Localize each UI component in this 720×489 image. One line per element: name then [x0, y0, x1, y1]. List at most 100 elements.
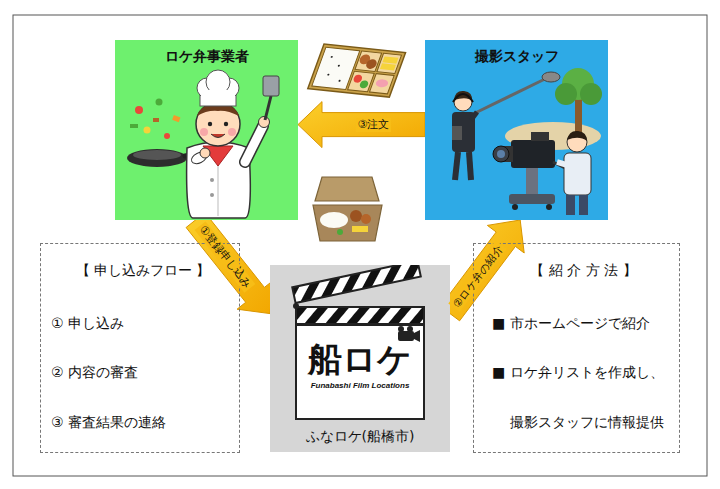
drawing-part [224, 122, 228, 126]
drawing-part [330, 56, 333, 58]
drawing-part [153, 118, 159, 122]
drawing-part [293, 303, 299, 309]
drawing-part [337, 65, 340, 67]
drawing-part [265, 96, 271, 120]
logo-subtitle: Funabashi Film Locations [311, 381, 410, 391]
drawing-part [135, 106, 143, 114]
drawing-part [296, 307, 424, 324]
crew-box: 撮影スタッフ [425, 40, 608, 220]
drawing-part [197, 103, 239, 116]
drawing-part [526, 168, 538, 196]
drawing-part [228, 128, 236, 136]
arrow-label: ③注文 [356, 118, 392, 132]
drawing-part [211, 134, 225, 138]
drawing-part [509, 194, 555, 204]
drawing-part [365, 59, 378, 70]
drawing-part [144, 127, 151, 134]
drawing-part [469, 152, 471, 180]
drawing-part [210, 193, 214, 197]
drawing-part [164, 133, 170, 139]
drawing-part [308, 44, 406, 97]
node-text: ■ 市ホームページで紹介 [492, 313, 675, 333]
drawing-part [382, 56, 398, 63]
drawing-part [546, 204, 552, 210]
drawing-part [206, 70, 230, 94]
drawing-part [454, 93, 472, 111]
drawing-part [469, 78, 547, 116]
drawing-part [133, 150, 181, 160]
drawing-part [531, 132, 549, 141]
panel-heading: 【 紹 介 方 法 】 [492, 260, 675, 280]
drawing-part [370, 74, 395, 94]
drawing-part [218, 165, 219, 216]
drawing-part [156, 99, 163, 106]
panel-heading: 【 申し込みフロー 】 [51, 260, 235, 280]
drawing-part [208, 122, 212, 126]
node-text: ③ 審査結果の連絡 [51, 412, 235, 432]
business-box: ロケ弁事業者 [115, 40, 298, 220]
flow-panel: 【 申し込みフロー 】 ① 申し込み ② 内容の審査 ③ 審査結果の連絡 [40, 243, 240, 453]
drawing-part [200, 148, 210, 158]
drawing-part [245, 126, 263, 162]
city-box: 船ロケ Funabashi Film Locations ふなロケ(船橋市) [270, 265, 450, 452]
drawing-part [407, 326, 413, 332]
drawing-part [245, 126, 263, 162]
drawing-part [377, 53, 402, 73]
node-text: ふなロケ(船橋市) [306, 426, 415, 446]
drawing-part [359, 80, 370, 89]
drawing-part [315, 177, 379, 201]
drawing-part [203, 146, 233, 166]
drawing-part [327, 74, 330, 76]
drawing-part [452, 112, 475, 152]
drawing-part [575, 92, 582, 132]
drawing-part [259, 117, 270, 128]
drawing-part [296, 325, 424, 419]
drawing-part [337, 229, 343, 235]
drawing-part [455, 152, 458, 180]
drawing-part [320, 212, 348, 228]
arrow-label: ①登録申し込み [195, 222, 256, 293]
drawing-part [352, 226, 368, 232]
node-text: 撮影スタッフ [429, 46, 604, 66]
drawing-part [185, 152, 205, 156]
node-text: ■ ロケ弁リストを作成し、 撮影スタッフに情報提供 [492, 347, 675, 447]
drawing-part [497, 150, 505, 158]
block-arrow [298, 102, 425, 148]
drawing-part [375, 79, 390, 88]
drawing-part [292, 265, 421, 303]
logo-text: 船ロケ [308, 339, 412, 379]
drawing-part [210, 178, 214, 182]
drawing-part [580, 83, 602, 105]
drawing-part [512, 204, 518, 210]
drawing-part [555, 83, 577, 105]
drawing-part [567, 131, 587, 141]
node-text: ロケ弁事業者 [119, 46, 294, 66]
drawing-part [493, 146, 509, 162]
drawing-part [338, 80, 341, 82]
drawing-part [380, 63, 396, 70]
drawing-part [130, 124, 138, 128]
drawing-part [201, 90, 235, 100]
node-text: ② 内容の審査 [51, 362, 235, 382]
drawing-part [200, 128, 208, 136]
bento-bottom [313, 177, 382, 241]
drawing-part [501, 146, 513, 162]
drawing-part [471, 112, 477, 120]
block-arrow [440, 220, 524, 321]
drawing-part [197, 78, 217, 98]
film-crew-illustration [425, 40, 608, 220]
arrow-label: ②ロケ弁の紹介 [449, 240, 508, 312]
node-text: ① 申し込み [51, 313, 235, 333]
drawing-part [127, 149, 187, 167]
drawing-part [352, 74, 363, 83]
drawing-part [579, 195, 588, 215]
drawing-part [557, 162, 567, 165]
drawing-part [13, 15, 707, 476]
drawing-part [313, 205, 382, 241]
drawing-part [542, 72, 560, 82]
drawing-part [566, 195, 575, 215]
drawing-part [553, 162, 565, 168]
drawing-part [414, 330, 420, 342]
drawing-part [190, 150, 209, 166]
drawing-part [454, 91, 472, 101]
